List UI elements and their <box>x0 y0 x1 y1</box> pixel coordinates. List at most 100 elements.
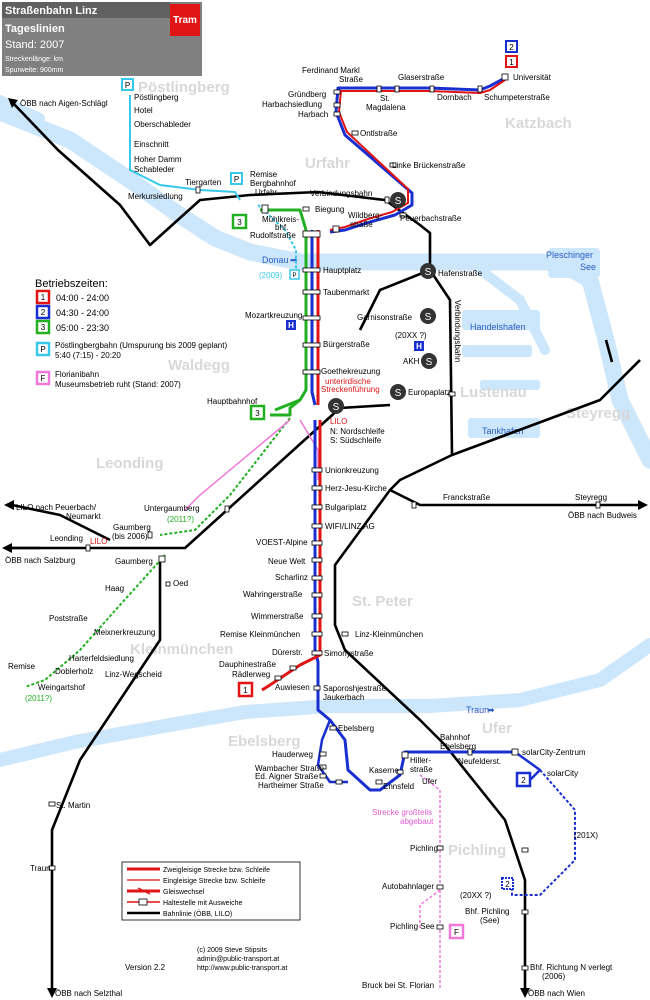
label-gaumberg-bis-1: Gaumberg <box>113 523 151 532</box>
label-st-martin: St. Martin <box>56 801 90 810</box>
line2-badge-pichling-box <box>501 877 514 890</box>
stop-gaumberg-bis <box>147 531 153 539</box>
label-remise-bbu-1: Remise <box>250 170 278 179</box>
label-gaumberg: Gaumberg <box>115 557 153 566</box>
label-biegung: Biegung <box>315 205 344 214</box>
stop-saporoshje <box>313 685 321 691</box>
oebb-logo-hauptbahnhof: S <box>328 398 344 414</box>
label-gaumberg-bis-2: (bis 2006) <box>112 532 148 541</box>
water-pleschinger: Pleschinger <box>546 250 593 260</box>
oebb-logo-garnison: S <box>420 308 436 324</box>
label-abgebaut-1: Strecke großteils <box>372 808 432 817</box>
stop-wimmer <box>311 613 323 619</box>
label-universitaet: Universität <box>513 73 552 82</box>
stop-voest <box>311 540 323 546</box>
legend-item-1: Eingleisige Strecke bzw. Schleife <box>163 878 265 885</box>
handelshafen-basin-2 <box>462 345 532 357</box>
district-steyregg: Steyregg <box>566 405 630 422</box>
oebb-logo-peuerbach: S <box>390 192 406 208</box>
header-box: Straßenbahn Linz Tageslinien Stand: 2007… <box>2 2 202 76</box>
label-bhf-pichling-1: Bhf. Pichling <box>465 907 509 916</box>
railway-lines <box>8 101 645 990</box>
label-post: Poststraße <box>49 614 88 623</box>
label-wildberg-2: straße <box>350 220 373 229</box>
district-urfahr: Urfahr <box>305 155 350 172</box>
label-hauptplatz: Hauptplatz <box>323 266 361 275</box>
label-st-magdalena-1: St. <box>380 94 390 103</box>
f-badge-pichling-box <box>448 923 465 940</box>
stop-rudolf <box>302 230 321 238</box>
schedule-badge-2-box <box>35 304 51 320</box>
label-hauderweg: Hauderweg <box>272 750 313 759</box>
label-dornbach: Dornbach <box>437 93 472 102</box>
schedule-badge-p: P <box>40 345 45 354</box>
line2-badge-solarcity-box <box>515 771 532 788</box>
rail-steyregg-branch <box>451 359 641 457</box>
rail-stop-franck <box>411 501 417 509</box>
stop-hauptplatz <box>302 267 321 273</box>
rail-stop-pichling <box>521 847 529 853</box>
poestlingbergbahn-line <box>129 95 241 201</box>
h-markers: H H <box>286 320 424 351</box>
donau-side-arm <box>465 257 550 355</box>
water-tankhafen: Tankhafen <box>482 426 524 436</box>
label-muehlkreis-1: Mühlkreis- <box>262 215 299 224</box>
stop-muehlkreis <box>261 204 269 214</box>
label-tiergarten: Tiergarten <box>185 178 221 187</box>
label-underground-2: Streckenführung <box>321 385 380 394</box>
district-ebelsberg: Ebelsberg <box>228 733 301 750</box>
footer-email: admin@public-transport.at <box>197 956 279 963</box>
stop-markers <box>147 73 519 785</box>
water-traun: Traun <box>466 705 489 715</box>
stop-gaumberg <box>158 555 166 563</box>
label-unionkreuzung: Unionkreuzung <box>325 466 379 475</box>
stop-wahringer <box>311 592 323 598</box>
line-1-north-red <box>329 79 506 231</box>
p-badge-top: P <box>125 81 130 90</box>
f-badge-pichling: F <box>454 928 459 937</box>
line-legend: Zweigleisige Strecke bzw. Schleife Eingl… <box>121 861 301 921</box>
line1-badge-auwiesen-box <box>237 681 254 698</box>
schedule-time-1: 04:00 - 24:00 <box>56 293 109 303</box>
traun-river <box>0 638 650 767</box>
district-lustenau: Lustenau <box>460 384 527 401</box>
label-muehlkreis-2: bhf. <box>275 223 288 232</box>
district-leonding: Leonding <box>96 455 164 472</box>
label-hartheimer: Hartheimer Straße <box>258 781 324 790</box>
stop-raedler <box>274 675 282 681</box>
line-2-extension-201x <box>511 769 576 896</box>
stop-hiller <box>401 751 409 759</box>
p-badge-remise-box <box>230 172 243 185</box>
label-hiller-1: Hiller- <box>410 756 431 765</box>
tram-badge <box>170 4 200 36</box>
water-donau: Donau <box>262 255 289 265</box>
label-haag: Haag <box>105 584 124 593</box>
district-poestlingberg: Pöstlingberg <box>138 79 230 96</box>
label-herz-jesu: Herz-Jesu-Kirche <box>325 484 387 493</box>
stop-untergaumberg <box>224 505 230 513</box>
line3-badge-hbf-box <box>249 404 266 421</box>
rail-stop-verbindungsbahn <box>384 196 390 204</box>
schedule-heading: Betriebszeiten: <box>35 278 108 290</box>
stop-harbachsiedlung <box>333 102 341 108</box>
h-marker-mozart <box>286 320 296 330</box>
stop-union <box>311 467 323 473</box>
schedule-badge-1-box <box>35 289 51 305</box>
label-hauptbahnhof: Hauptbahnhof <box>207 397 258 406</box>
district-ufer: Ufer <box>482 720 512 737</box>
traun-arrow-icon: ➡ <box>487 705 495 715</box>
label-wahringer: Wahringerstraße <box>243 590 303 599</box>
rail-stop-europaplatz <box>448 391 456 397</box>
rail-stop-linz-km <box>341 631 349 637</box>
line2-badge-pichling: 2 <box>505 880 510 889</box>
arrow-aigen-icon <box>8 98 18 108</box>
harbour-basins <box>462 248 600 438</box>
label-lilo-leonding: LILO <box>90 537 107 546</box>
header-title-bg <box>2 2 170 18</box>
svg-text:S: S <box>426 357 433 368</box>
label-linz-wegscheid: Linz-Wegscheid <box>105 670 162 679</box>
label-linz-km: Linz-Kleinmünchen <box>355 630 423 639</box>
label-schumpeter: Schumpeterstraße <box>484 93 550 102</box>
label-hoher-damm: Hoher Damm <box>134 155 182 164</box>
arrow-budweis-icon <box>638 500 648 510</box>
